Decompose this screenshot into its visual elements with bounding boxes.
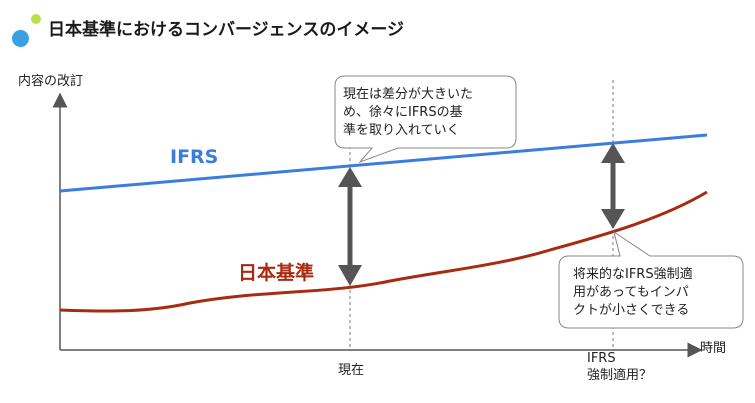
japan-series-label: 日本基準 (238, 262, 315, 284)
diagram-title: 日本基準におけるコンバージェンスのイメージ (48, 20, 404, 40)
decorative-dot-green (31, 14, 41, 24)
x-mark-ifrs-adoption: IFRS 強制適用？ (587, 350, 652, 384)
callout-bottom-text: 将来的なIFRS強制適 用があってもインパ クトが小さくできる (573, 266, 693, 320)
callout-bottom-line1: 将来的なIFRS強制適 (573, 267, 693, 282)
y-axis-label: 内容の改訂 (18, 74, 84, 89)
callout-bottom-line3: クトが小さくできる (573, 303, 690, 318)
callout-top-line3: 準を取り入れていく (343, 123, 460, 138)
callout-top-line2: め、徐々にIFRSの基 (343, 105, 463, 120)
japan-gaap-curve (59, 190, 708, 313)
callout-top-line1: 現在は差分が大きいた (343, 87, 474, 102)
callout-top-bubble (334, 75, 517, 164)
callout-bottom-line2: 用があってもインパ (573, 285, 689, 300)
ifrs-series-label: IFRS (170, 146, 219, 168)
ifrs-line (59, 133, 708, 193)
x-mark-now: 現在 (338, 363, 365, 378)
callout-bottom-bubble (558, 230, 744, 329)
decorative-dot-blue (12, 30, 29, 47)
x-mark-ifrs-line1: IFRS (587, 351, 616, 366)
x-axis-label: 時間 (700, 341, 727, 356)
callout-top-text: 現在は差分が大きいた め、徐々にIFRSの基 準を取り入れていく (343, 86, 473, 140)
gap-arrow-ifrs (601, 143, 625, 229)
gap-arrow-now (338, 167, 362, 286)
x-mark-ifrs-line2: 強制適用？ (587, 368, 653, 383)
